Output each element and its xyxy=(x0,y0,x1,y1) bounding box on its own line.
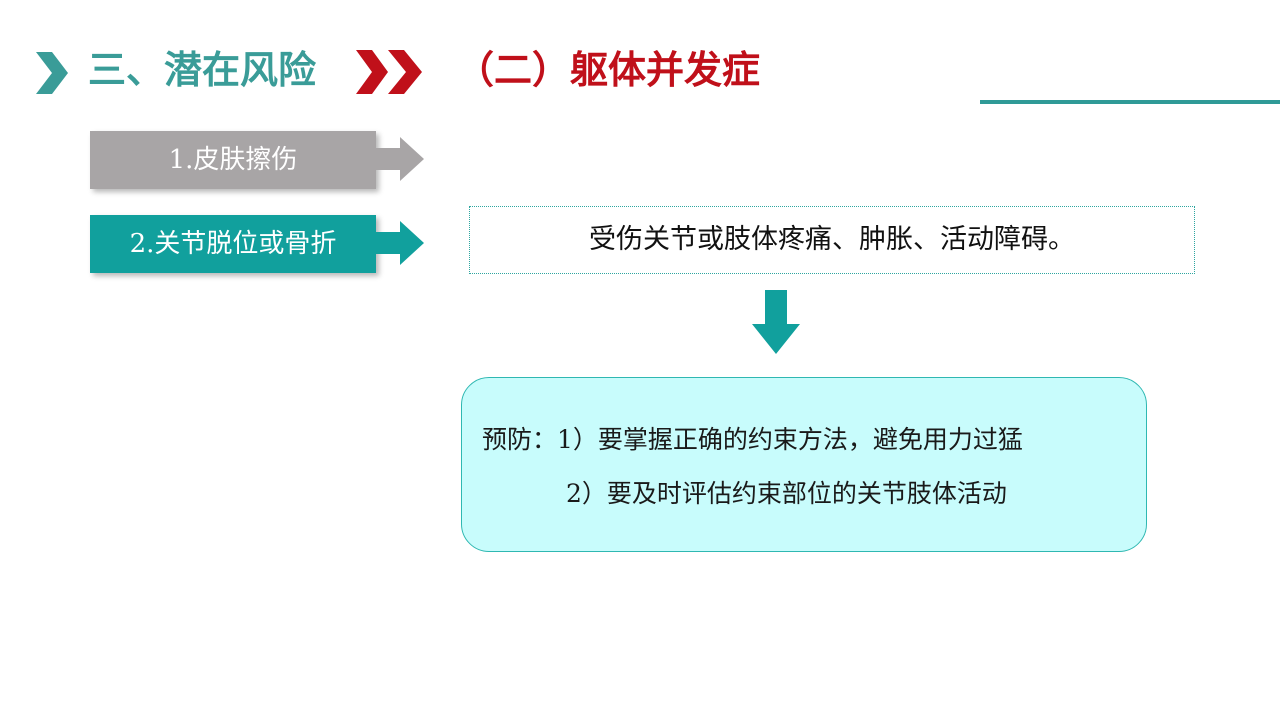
prevention-line-2: 2）要及时评估约束部位的关节肢体活动 xyxy=(566,479,1007,508)
arrow-down-icon xyxy=(752,290,800,354)
title-underline xyxy=(980,100,1280,104)
prevention-line-1: 预防：1）要掌握正确的约束方法，避免用力过猛 xyxy=(482,425,1023,454)
arrow-right-icon xyxy=(376,221,424,265)
chevron-right-icon xyxy=(36,52,68,94)
subsection-title: （二）躯体并发症 xyxy=(456,48,761,92)
step-skin-abrasion[interactable]: 1.皮肤擦伤 xyxy=(90,131,376,189)
double-chevron-right-icon xyxy=(356,50,422,94)
arrow-right-icon xyxy=(376,137,424,181)
symptom-box: 受伤关节或肢体疼痛、肿胀、活动障碍。 xyxy=(469,206,1195,274)
step-joint-dislocation[interactable]: 2.关节脱位或骨折 xyxy=(90,215,376,273)
section-title: 三、潜在风险 xyxy=(88,48,317,92)
prevention-box: 预防：1）要掌握正确的约束方法，避免用力过猛 2）要及时评估约束部位的关节肢体活… xyxy=(461,377,1147,552)
